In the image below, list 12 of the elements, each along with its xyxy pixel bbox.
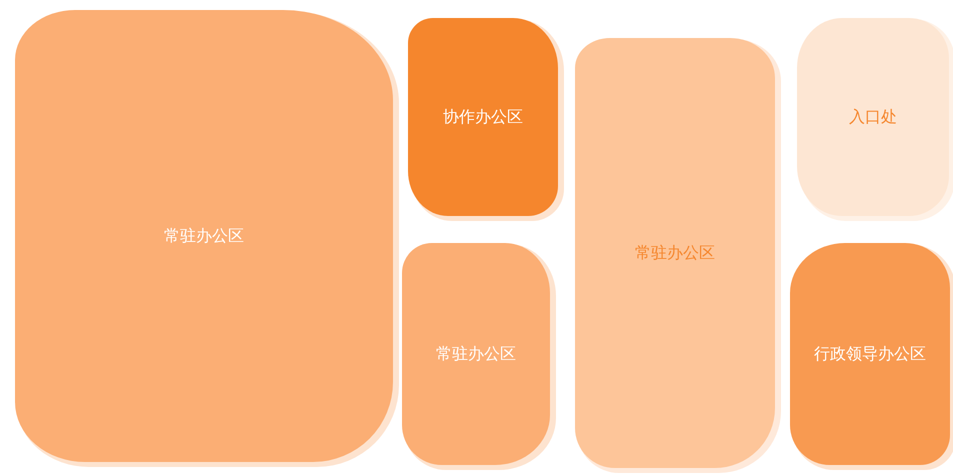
area-label: 入口处 xyxy=(849,106,897,128)
area-label: 协作办公区 xyxy=(443,106,523,128)
floor-area xyxy=(402,243,550,465)
area-label: 行政领导办公区 xyxy=(814,344,926,364)
floor-area xyxy=(575,38,775,468)
floor-area xyxy=(408,18,558,216)
floor-area xyxy=(790,243,950,465)
floor-area xyxy=(15,10,393,462)
area-label: 常驻办公区 xyxy=(164,226,244,246)
area-label: 常驻办公区 xyxy=(635,242,715,264)
floor-area xyxy=(797,18,949,216)
area-label: 常驻办公区 xyxy=(436,344,516,364)
